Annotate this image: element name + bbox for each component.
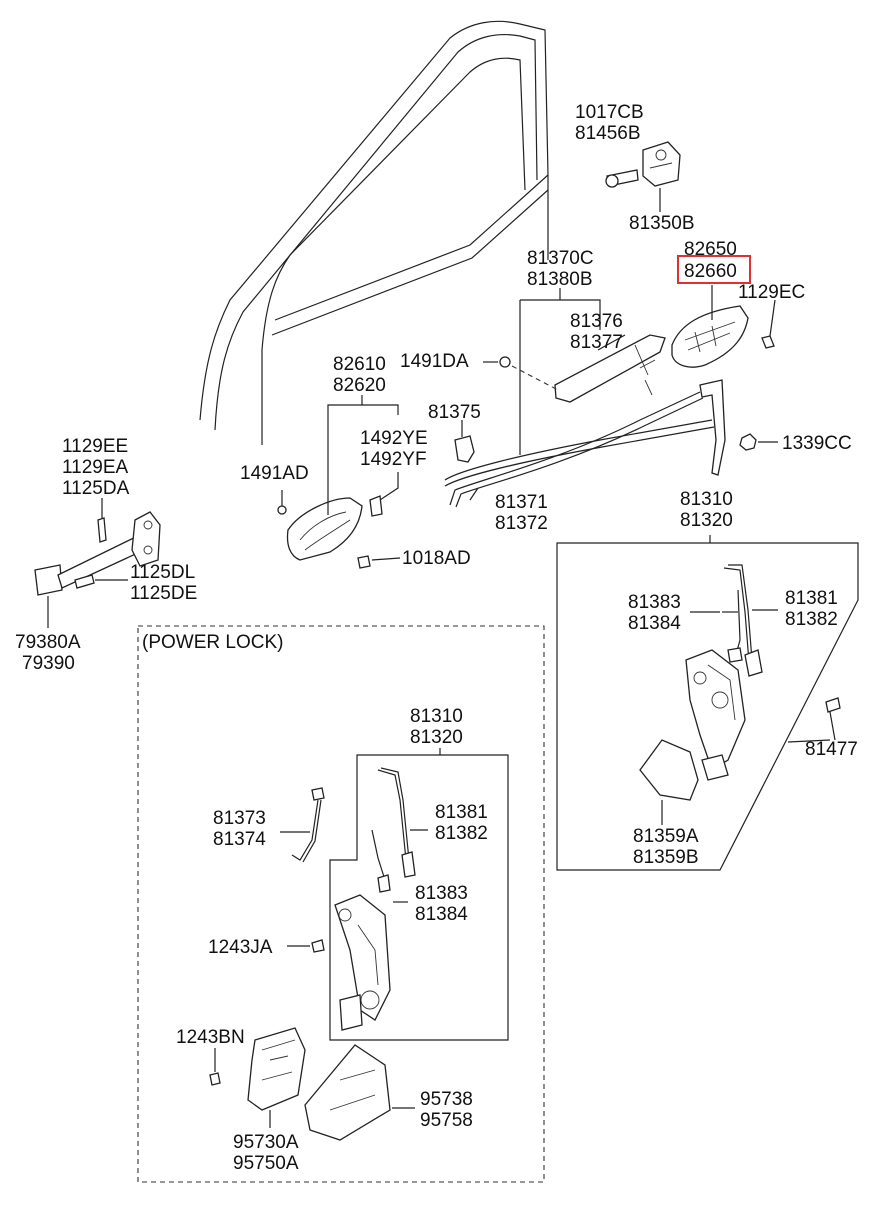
label-81370c: 81370C	[527, 248, 594, 269]
rod-clip-81375	[454, 420, 475, 463]
label-81374: 81374	[213, 829, 266, 850]
label-79390: 79390	[22, 653, 75, 674]
label-81382-power: 81382	[435, 823, 488, 844]
label-81384-right: 81384	[628, 613, 681, 634]
label-1018ad: 1018AD	[402, 548, 471, 569]
label-95758: 95758	[420, 1110, 473, 1131]
label-1243ja: 1243JA	[208, 937, 273, 958]
label-82610: 82610	[333, 354, 386, 375]
label-1339cc: 1339CC	[782, 433, 852, 454]
label-81310-top: 81310	[680, 489, 733, 510]
label-1243bn: 1243BN	[176, 1027, 245, 1048]
outside-handle-rod-bracket	[519, 288, 666, 455]
label-81383-right: 81383	[628, 592, 681, 613]
label-1125da: 1125DA	[62, 478, 130, 499]
label-1129ee: 1129EE	[62, 436, 128, 457]
label-1492ye: 1492YE	[360, 428, 428, 449]
label-81359a: 81359A	[633, 826, 699, 847]
label-82660: 82660	[684, 261, 737, 282]
part-labels: 1017CB 81456B 81350B 82650 82660 1129EC …	[15, 102, 858, 1174]
label-82620: 82620	[333, 375, 386, 396]
label-79380a: 79380A	[15, 632, 81, 653]
label-1129ea: 1129EA	[62, 457, 129, 478]
label-power-lock: (POWER LOCK)	[142, 632, 283, 653]
door-checker	[34, 498, 161, 628]
nut-1339cc	[739, 433, 778, 451]
label-81359b: 81359B	[633, 847, 699, 868]
label-81350b: 81350B	[629, 213, 695, 234]
label-1125dl: 1125DL	[130, 562, 195, 583]
door-frame-outline	[199, 20, 549, 445]
label-82650: 82650	[684, 239, 737, 260]
label-1125de: 1125DE	[130, 583, 197, 604]
label-1492yf: 1492YF	[360, 449, 427, 470]
outside-door-handle	[671, 285, 776, 368]
screw-1491da	[483, 356, 559, 391]
lock-rods	[444, 379, 726, 508]
label-81380b: 81380B	[527, 269, 593, 290]
label-1017cb: 1017CB	[575, 102, 644, 123]
latch-assembly-box	[556, 535, 859, 871]
label-81377: 81377	[570, 332, 623, 353]
label-81382-right: 81382	[785, 609, 838, 630]
label-81372: 81372	[495, 513, 548, 534]
striker-assembly	[605, 141, 681, 212]
label-81371: 81371	[495, 492, 548, 513]
label-81310-power: 81310	[410, 706, 463, 727]
label-81384-power: 81384	[415, 904, 468, 925]
label-81320-power: 81320	[410, 727, 463, 748]
leader-lines	[280, 611, 831, 903]
label-81373: 81373	[213, 808, 266, 829]
label-81376: 81376	[570, 311, 623, 332]
label-95738: 95738	[420, 1089, 473, 1110]
label-81375: 81375	[428, 402, 481, 423]
inside-door-handle	[277, 395, 401, 569]
power-lock-box	[137, 625, 545, 1183]
label-81456b: 81456B	[575, 123, 641, 144]
label-1129ec: 1129EC	[738, 282, 805, 303]
label-81381-right: 81381	[785, 588, 838, 609]
label-95730a: 95730A	[233, 1132, 299, 1153]
label-81381-power: 81381	[435, 802, 488, 823]
highlight-box-82660	[677, 255, 751, 284]
label-81477: 81477	[805, 739, 858, 760]
label-1491ad: 1491AD	[240, 463, 309, 484]
label-81320-top: 81320	[680, 510, 733, 531]
label-81383-power: 81383	[415, 883, 468, 904]
label-95750a: 95750A	[233, 1153, 299, 1174]
label-1491da: 1491DA	[400, 351, 469, 372]
